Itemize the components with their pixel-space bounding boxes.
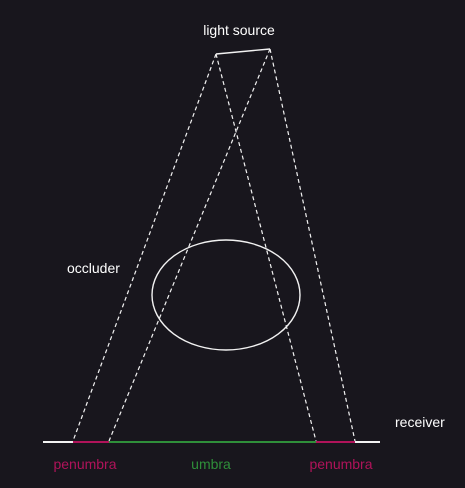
occluder-label: occluder — [67, 260, 120, 276]
receiver-label: receiver — [395, 414, 445, 430]
occluder-ellipse — [151, 239, 301, 351]
ray-outer-right — [269, 48, 356, 442]
ray-inner-left — [108, 48, 271, 442]
penumbra-right-label: penumbra — [309, 456, 372, 472]
light-source-line — [215, 48, 271, 55]
ray-outer-left — [72, 53, 217, 442]
penumbra-left-label: penumbra — [53, 456, 116, 472]
ray-inner-right — [215, 53, 317, 442]
umbra-label: umbra — [191, 456, 231, 472]
light-rays — [72, 48, 356, 442]
light-source-label: light source — [203, 22, 275, 38]
